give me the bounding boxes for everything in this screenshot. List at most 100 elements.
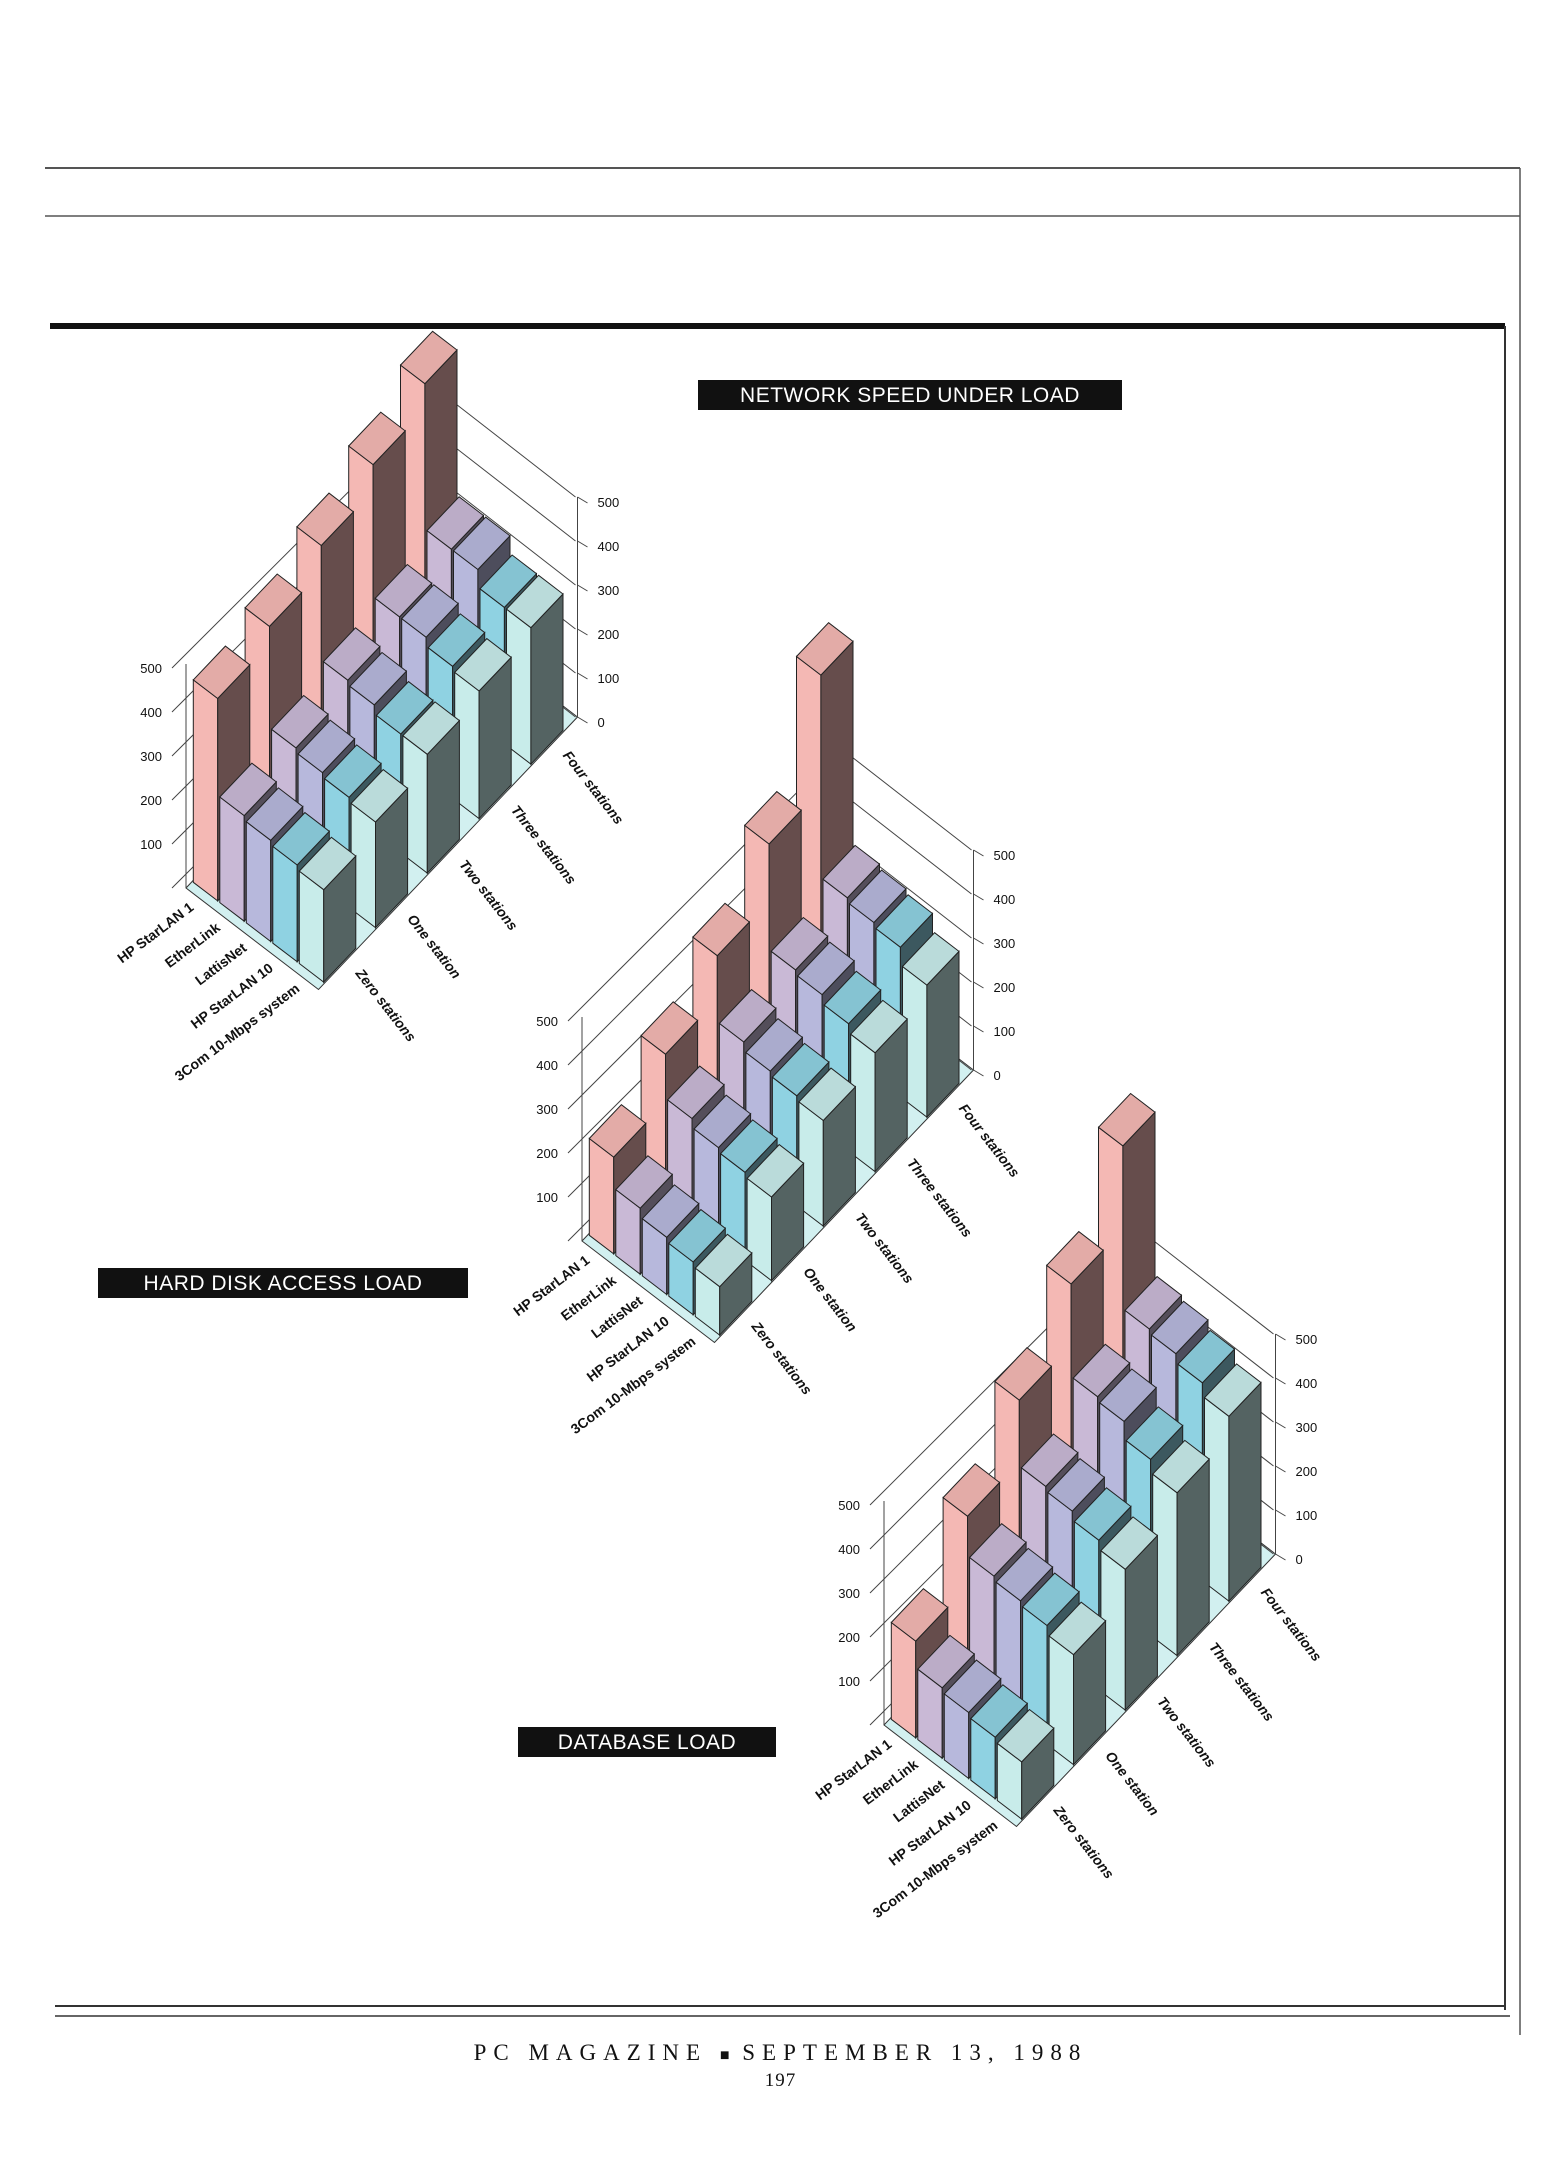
bar-top-face [588, 1104, 647, 1158]
category-label: One station [404, 911, 464, 982]
category-label: Two stations [852, 1210, 917, 1287]
chart-title-background [698, 380, 1122, 410]
bar-top-face [822, 844, 881, 899]
bar-top-face [640, 1001, 699, 1055]
footer-separator-icon: ■ [719, 2047, 730, 2064]
bar-top-face [1177, 1329, 1236, 1384]
bar-front-face [588, 1137, 615, 1255]
bar-top-face [244, 573, 303, 628]
bars [588, 622, 960, 1337]
bar-front-face [298, 870, 325, 984]
bar-top-face [848, 869, 907, 924]
bar-top-face [1151, 1439, 1210, 1494]
category-label: Four stations [560, 748, 627, 828]
bar-top-face [994, 1347, 1053, 1401]
bar-top-face [1048, 1601, 1107, 1656]
gridline-back [1142, 1232, 1274, 1335]
category-label: Four stations [956, 1101, 1023, 1181]
bar [350, 768, 409, 929]
bar-top-face [641, 1184, 700, 1238]
bar-top-face [771, 1042, 830, 1097]
bar [453, 637, 512, 820]
y-tick-label-right: 500 [994, 848, 1016, 863]
bar-top-face [399, 330, 458, 385]
bar-top-face [694, 1233, 753, 1288]
right-tick-mark [973, 937, 984, 945]
bar-front-face [192, 678, 219, 902]
right-tick-mark [1275, 1465, 1286, 1473]
bar [298, 836, 357, 984]
bar-top-face [746, 1143, 805, 1198]
bar-top-face [1045, 1230, 1104, 1285]
bar-top-face [1150, 1300, 1209, 1355]
bar-top-face [375, 680, 434, 735]
bar-top-face [479, 554, 538, 609]
bar-top-face [1020, 1433, 1079, 1488]
chart-title: DATABASE LOAD [558, 1731, 736, 1754]
bar-top-face [718, 988, 777, 1043]
bar-top-face [505, 574, 564, 629]
bar-top-face [743, 790, 802, 845]
chart-title: HARD DISK ACCESS LOAD [144, 1272, 423, 1295]
category-label: Three stations [1206, 1639, 1278, 1724]
y-tick-label: 200 [536, 1146, 558, 1161]
bar [849, 999, 908, 1173]
bar-top-face [192, 645, 251, 700]
y-tick-label: 100 [536, 1190, 558, 1205]
y-tick-label-right: 500 [598, 495, 620, 510]
y-tick-label: 100 [140, 837, 162, 852]
bar-top-face [323, 744, 382, 798]
bar-top-face [770, 916, 829, 971]
bar-front-face [245, 820, 272, 943]
bar-top-face [796, 941, 855, 996]
bar-top-face [400, 584, 459, 638]
bar [901, 932, 960, 1119]
category-label: One station [1102, 1748, 1162, 1819]
gridline-back [444, 439, 576, 542]
gridline-back [444, 483, 576, 586]
category-label: Three stations [904, 1155, 976, 1240]
y-tick-label: 400 [140, 705, 162, 720]
bar-top-face [347, 411, 406, 466]
bar-top-face [426, 496, 485, 550]
bar-top-face [666, 1065, 725, 1120]
gridline-back [840, 792, 972, 895]
bar [1048, 1601, 1107, 1766]
bars [890, 1092, 1262, 1821]
chart-title-background [518, 1727, 776, 1757]
footer-date: SEPTEMBER 13, 1988 [742, 2040, 1088, 2065]
bar-top-face [798, 1067, 857, 1122]
bar-top-face [943, 1659, 1002, 1714]
bar [402, 701, 461, 875]
bar-top-face [453, 637, 512, 692]
page-frame [45, 167, 1521, 2035]
bar-top-face [297, 719, 356, 774]
y-tick-label: 300 [536, 1102, 558, 1117]
bar-front-face [272, 845, 298, 963]
bar-top-face [1073, 1487, 1132, 1541]
bar-top-face [692, 902, 751, 957]
bar-top-face [245, 787, 304, 841]
bar-top-face [693, 1094, 752, 1149]
bar-top-face [875, 894, 934, 948]
right-tick-mark [577, 496, 588, 504]
bar-top-face [350, 768, 409, 823]
bars [192, 330, 564, 984]
y-tick-label-right: 100 [1296, 1508, 1318, 1523]
y-tick-label: 200 [838, 1630, 860, 1645]
right-tick-mark [1275, 1509, 1286, 1517]
category-label: Zero stations [748, 1318, 815, 1398]
bar-top-face [219, 762, 278, 817]
bar-top-face [890, 1588, 949, 1642]
bar-top-face [298, 836, 357, 891]
chart-title: NETWORK SPEED UNDER LOAD [740, 384, 1080, 407]
bar-top-face [402, 701, 461, 755]
bar-top-face [1021, 1572, 1080, 1627]
bar-side-face [1228, 1381, 1262, 1603]
bar [1203, 1363, 1262, 1603]
category-label: Four stations [1258, 1585, 1325, 1665]
bar-top-face [668, 1208, 727, 1263]
